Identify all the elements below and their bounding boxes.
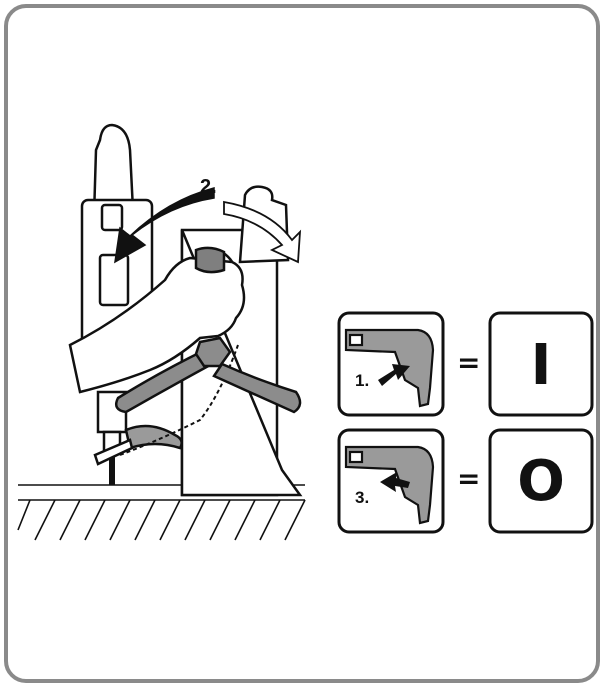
power-on-symbol: I <box>531 333 552 398</box>
trigger-on-panel: 1. <box>339 313 443 415</box>
power-off-symbol: O <box>517 449 565 514</box>
step-off-label: 3. <box>355 488 369 507</box>
step-rotate-label: 2. <box>200 176 217 198</box>
equals-sign-off: = <box>457 462 480 495</box>
equals-sign-on: = <box>457 346 480 379</box>
step-on-label: 1. <box>355 371 369 390</box>
power-off-symbol-box: O <box>490 430 592 532</box>
power-on-symbol-box: I <box>490 313 592 415</box>
trigger-off-panel: 3. <box>339 430 443 532</box>
